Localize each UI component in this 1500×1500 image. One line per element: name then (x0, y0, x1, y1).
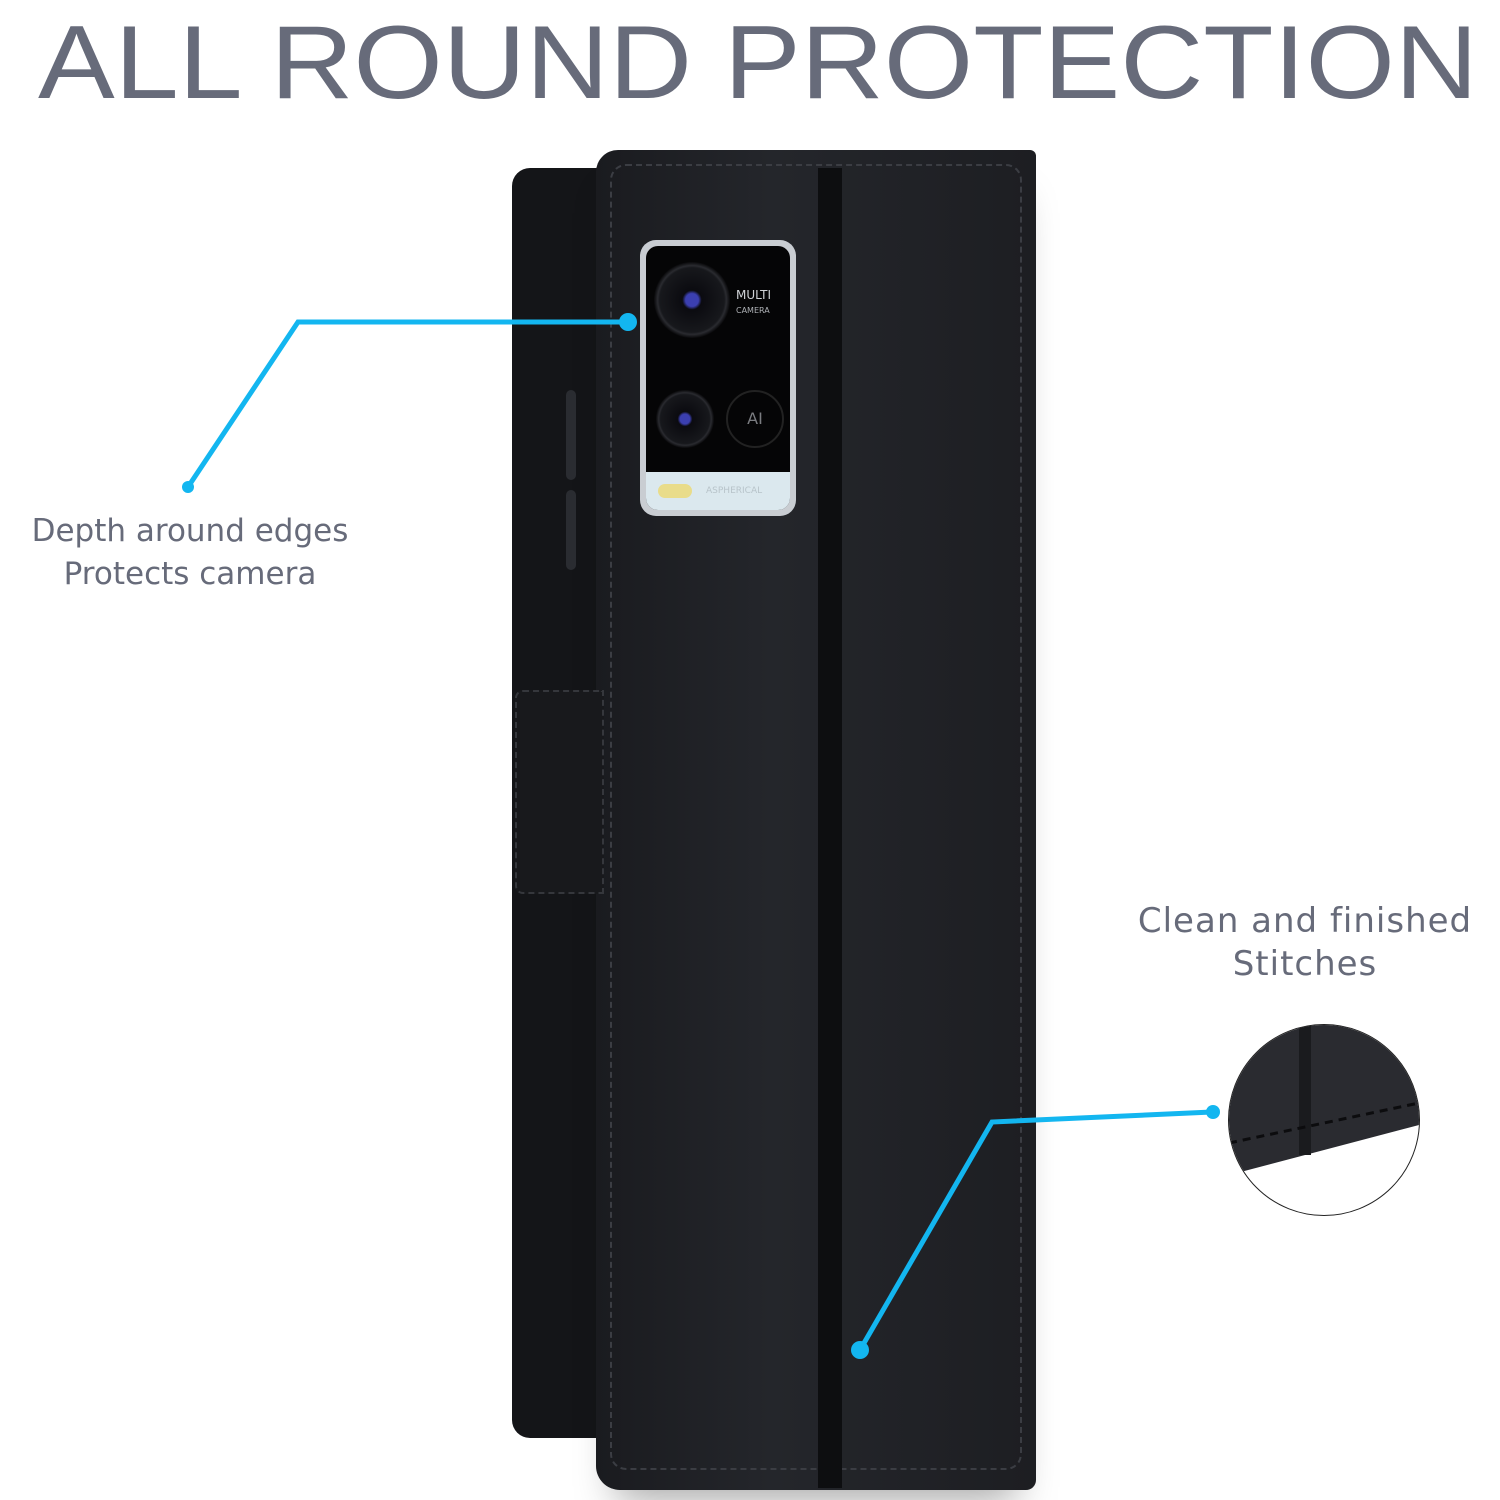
page-title: ALL ROUND PROTECTION (38, 5, 1478, 121)
case-stitching (610, 164, 1022, 1470)
title-text: ALL ROUND PROTECTION (38, 5, 1478, 121)
case-spine (818, 168, 842, 1488)
stitch-callout-line (857, 1109, 1213, 1352)
stitch-detail-circle (1228, 1024, 1420, 1216)
multi-label: MULTI (736, 288, 772, 302)
caption-line: Stitches (1232, 944, 1378, 984)
camera-callout-dot (619, 313, 637, 331)
camera-callout-end (182, 481, 194, 493)
caption-line: Clean and finished (1137, 901, 1473, 941)
caption-line: Depth around edges (31, 513, 349, 549)
flash-icon (658, 484, 692, 498)
secondary-lens (656, 390, 714, 448)
stitch-caption: Clean and finished Stitches (1110, 900, 1500, 986)
ai-lens: AI (726, 390, 784, 448)
camera-module: MULTI CAMERA AI ASPHERICAL (640, 240, 796, 516)
stitch-callout-dot (851, 1341, 869, 1359)
power-button (566, 490, 576, 570)
magnetic-strap (515, 690, 604, 894)
camera-label: CAMERA (736, 306, 770, 315)
main-lens (654, 262, 730, 338)
camera-caption: Depth around edges Protects camera (20, 510, 360, 596)
stitch-callout-end (1206, 1105, 1220, 1119)
aspherical-strip: ASPHERICAL (646, 472, 790, 510)
volume-button (566, 390, 576, 480)
camera-callout-line (185, 319, 628, 489)
caption-line: Protects camera (63, 556, 317, 592)
